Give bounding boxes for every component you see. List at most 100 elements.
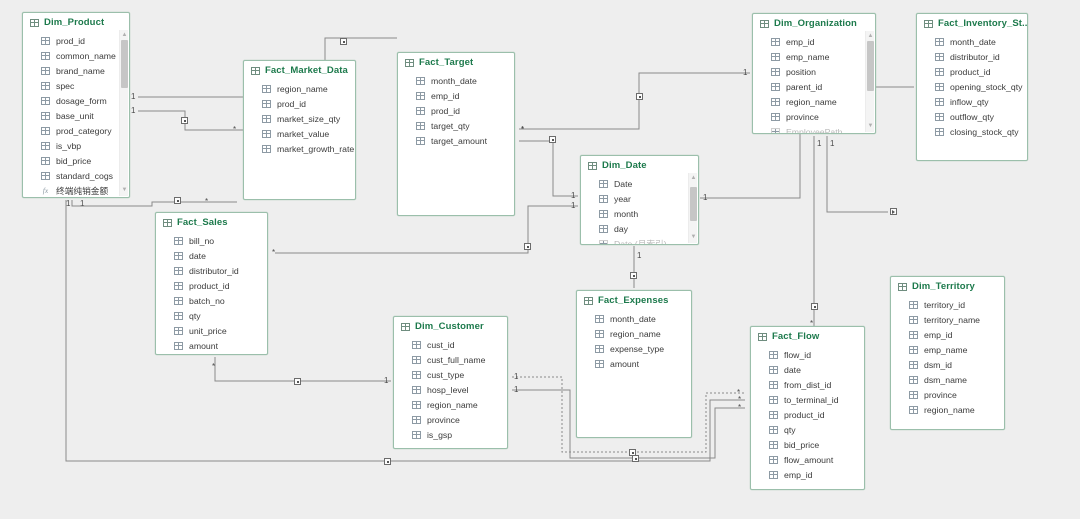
- relationship-handle-rel-org-target[interactable]: [636, 93, 643, 100]
- table-header-fact_inventory_st[interactable]: Fact_Inventory_St...: [917, 14, 1027, 32]
- field-row[interactable]: base_unit: [23, 108, 129, 123]
- field-row[interactable]: dsm_id: [891, 357, 1004, 372]
- field-row[interactable]: emp_name: [891, 342, 1004, 357]
- field-row[interactable]: qty: [751, 422, 864, 437]
- relationship-line-rel-product-sales[interactable]: [71, 200, 237, 207]
- scroll-down-icon[interactable]: ▼: [867, 123, 874, 129]
- table-header-fact_target[interactable]: Fact_Target: [398, 53, 514, 71]
- field-row[interactable]: distributor_id: [156, 263, 267, 278]
- table-scrollbar-dim_organization[interactable]: ▲▼: [865, 31, 874, 132]
- field-row[interactable]: market_value: [244, 126, 355, 141]
- relationship-handle-rel-date-sales[interactable]: [524, 243, 531, 250]
- field-row[interactable]: qty: [156, 308, 267, 323]
- scrollbar-thumb[interactable]: [867, 41, 874, 91]
- relationship-handle-rel-product-sales[interactable]: [174, 197, 181, 204]
- field-row[interactable]: territory_name: [891, 312, 1004, 327]
- field-row[interactable]: from_dist_id: [751, 377, 864, 392]
- field-row[interactable]: inflow_qty: [917, 94, 1027, 109]
- field-row[interactable]: standard_cogs: [23, 168, 129, 183]
- field-row[interactable]: target_qty: [398, 118, 514, 133]
- field-row[interactable]: prod_category: [23, 123, 129, 138]
- field-row[interactable]: to_terminal_id: [751, 392, 864, 407]
- field-row[interactable]: closing_stock_qty: [917, 124, 1027, 139]
- field-row[interactable]: expense_type: [577, 341, 691, 356]
- relationship-handle-rel-date-target[interactable]: [549, 136, 556, 143]
- field-row[interactable]: spec: [23, 78, 129, 93]
- field-row[interactable]: emp_id: [398, 88, 514, 103]
- field-row[interactable]: emp_id: [753, 34, 875, 49]
- table-header-dim_customer[interactable]: Dim_Customer: [394, 317, 507, 335]
- field-row[interactable]: brand_name: [23, 63, 129, 78]
- field-row[interactable]: cust_type: [394, 367, 507, 382]
- scroll-up-icon[interactable]: ▲: [690, 175, 697, 181]
- field-row[interactable]: prod_id: [23, 33, 129, 48]
- table-header-dim_organization[interactable]: Dim_Organization: [753, 14, 875, 32]
- field-row[interactable]: month_date: [577, 311, 691, 326]
- field-row[interactable]: region_name: [753, 94, 875, 109]
- field-row[interactable]: day: [581, 221, 698, 236]
- field-row[interactable]: dsm_name: [891, 372, 1004, 387]
- field-row[interactable]: date: [156, 248, 267, 263]
- field-row[interactable]: prod_id: [244, 96, 355, 111]
- table-scrollbar-dim_date[interactable]: ▲▼: [688, 173, 697, 243]
- table-header-fact_market_data[interactable]: Fact_Market_Data: [244, 61, 355, 79]
- relationship-line-rel-product-market[interactable]: [138, 110, 243, 131]
- field-row[interactable]: emp_name: [753, 49, 875, 64]
- field-row[interactable]: unit_price: [156, 323, 267, 338]
- scrollbar-thumb[interactable]: [690, 187, 697, 221]
- field-row[interactable]: batch_no: [156, 293, 267, 308]
- field-row[interactable]: dosage_form: [23, 93, 129, 108]
- field-row[interactable]: cust_id: [394, 337, 507, 352]
- table-header-dim_date[interactable]: Dim_Date: [581, 156, 698, 174]
- table-header-fact_flow[interactable]: Fact_Flow: [751, 327, 864, 345]
- field-row[interactable]: Date (月索引): [581, 236, 698, 244]
- scroll-up-icon[interactable]: ▲: [121, 32, 128, 38]
- field-row[interactable]: emp_id: [891, 327, 1004, 342]
- field-row[interactable]: target_amount: [398, 133, 514, 148]
- field-row[interactable]: bill_no: [156, 233, 267, 248]
- field-row[interactable]: Date: [581, 176, 698, 191]
- field-row[interactable]: position: [753, 64, 875, 79]
- field-row[interactable]: month_date: [398, 73, 514, 88]
- field-row[interactable]: opening_stock_qty: [917, 79, 1027, 94]
- field-row[interactable]: common_name: [23, 48, 129, 63]
- field-row[interactable]: distributor_id: [917, 49, 1027, 64]
- field-row[interactable]: year: [581, 191, 698, 206]
- scrollbar-thumb[interactable]: [121, 40, 128, 88]
- field-row[interactable]: amount: [156, 338, 267, 353]
- field-row[interactable]: outflow_qty: [917, 109, 1027, 124]
- field-row[interactable]: province: [753, 109, 875, 124]
- relationship-line-rel-org-target[interactable]: [519, 72, 750, 130]
- field-row[interactable]: amount: [577, 356, 691, 371]
- field-row[interactable]: province: [891, 387, 1004, 402]
- relationship-handle-rel-product-market[interactable]: [181, 117, 188, 124]
- relationship-handle-rel-org-flow[interactable]: [811, 303, 818, 310]
- field-row[interactable]: region_name: [394, 397, 507, 412]
- relationship-handle-rel-customer-sales[interactable]: [294, 378, 301, 385]
- field-row[interactable]: cust_full_name: [394, 352, 507, 367]
- scroll-down-icon[interactable]: ▼: [121, 187, 128, 193]
- relationship-line-rel-org-territory[interactable]: [826, 136, 888, 213]
- field-row[interactable]: region_name: [891, 402, 1004, 417]
- relationship-handle-rel-org-territory[interactable]: [890, 208, 897, 215]
- field-row[interactable]: bid_price: [23, 153, 129, 168]
- field-row[interactable]: market_growth_rate: [244, 141, 355, 156]
- field-row[interactable]: product_id: [917, 64, 1027, 79]
- field-row[interactable]: hosp_level: [394, 382, 507, 397]
- field-row[interactable]: product_id: [751, 407, 864, 422]
- relationship-line-rel-customer-sales[interactable]: [214, 357, 391, 382]
- field-row[interactable]: is_gsp: [394, 427, 507, 442]
- field-row[interactable]: prod_id: [398, 103, 514, 118]
- field-row[interactable]: is_vbp: [23, 138, 129, 153]
